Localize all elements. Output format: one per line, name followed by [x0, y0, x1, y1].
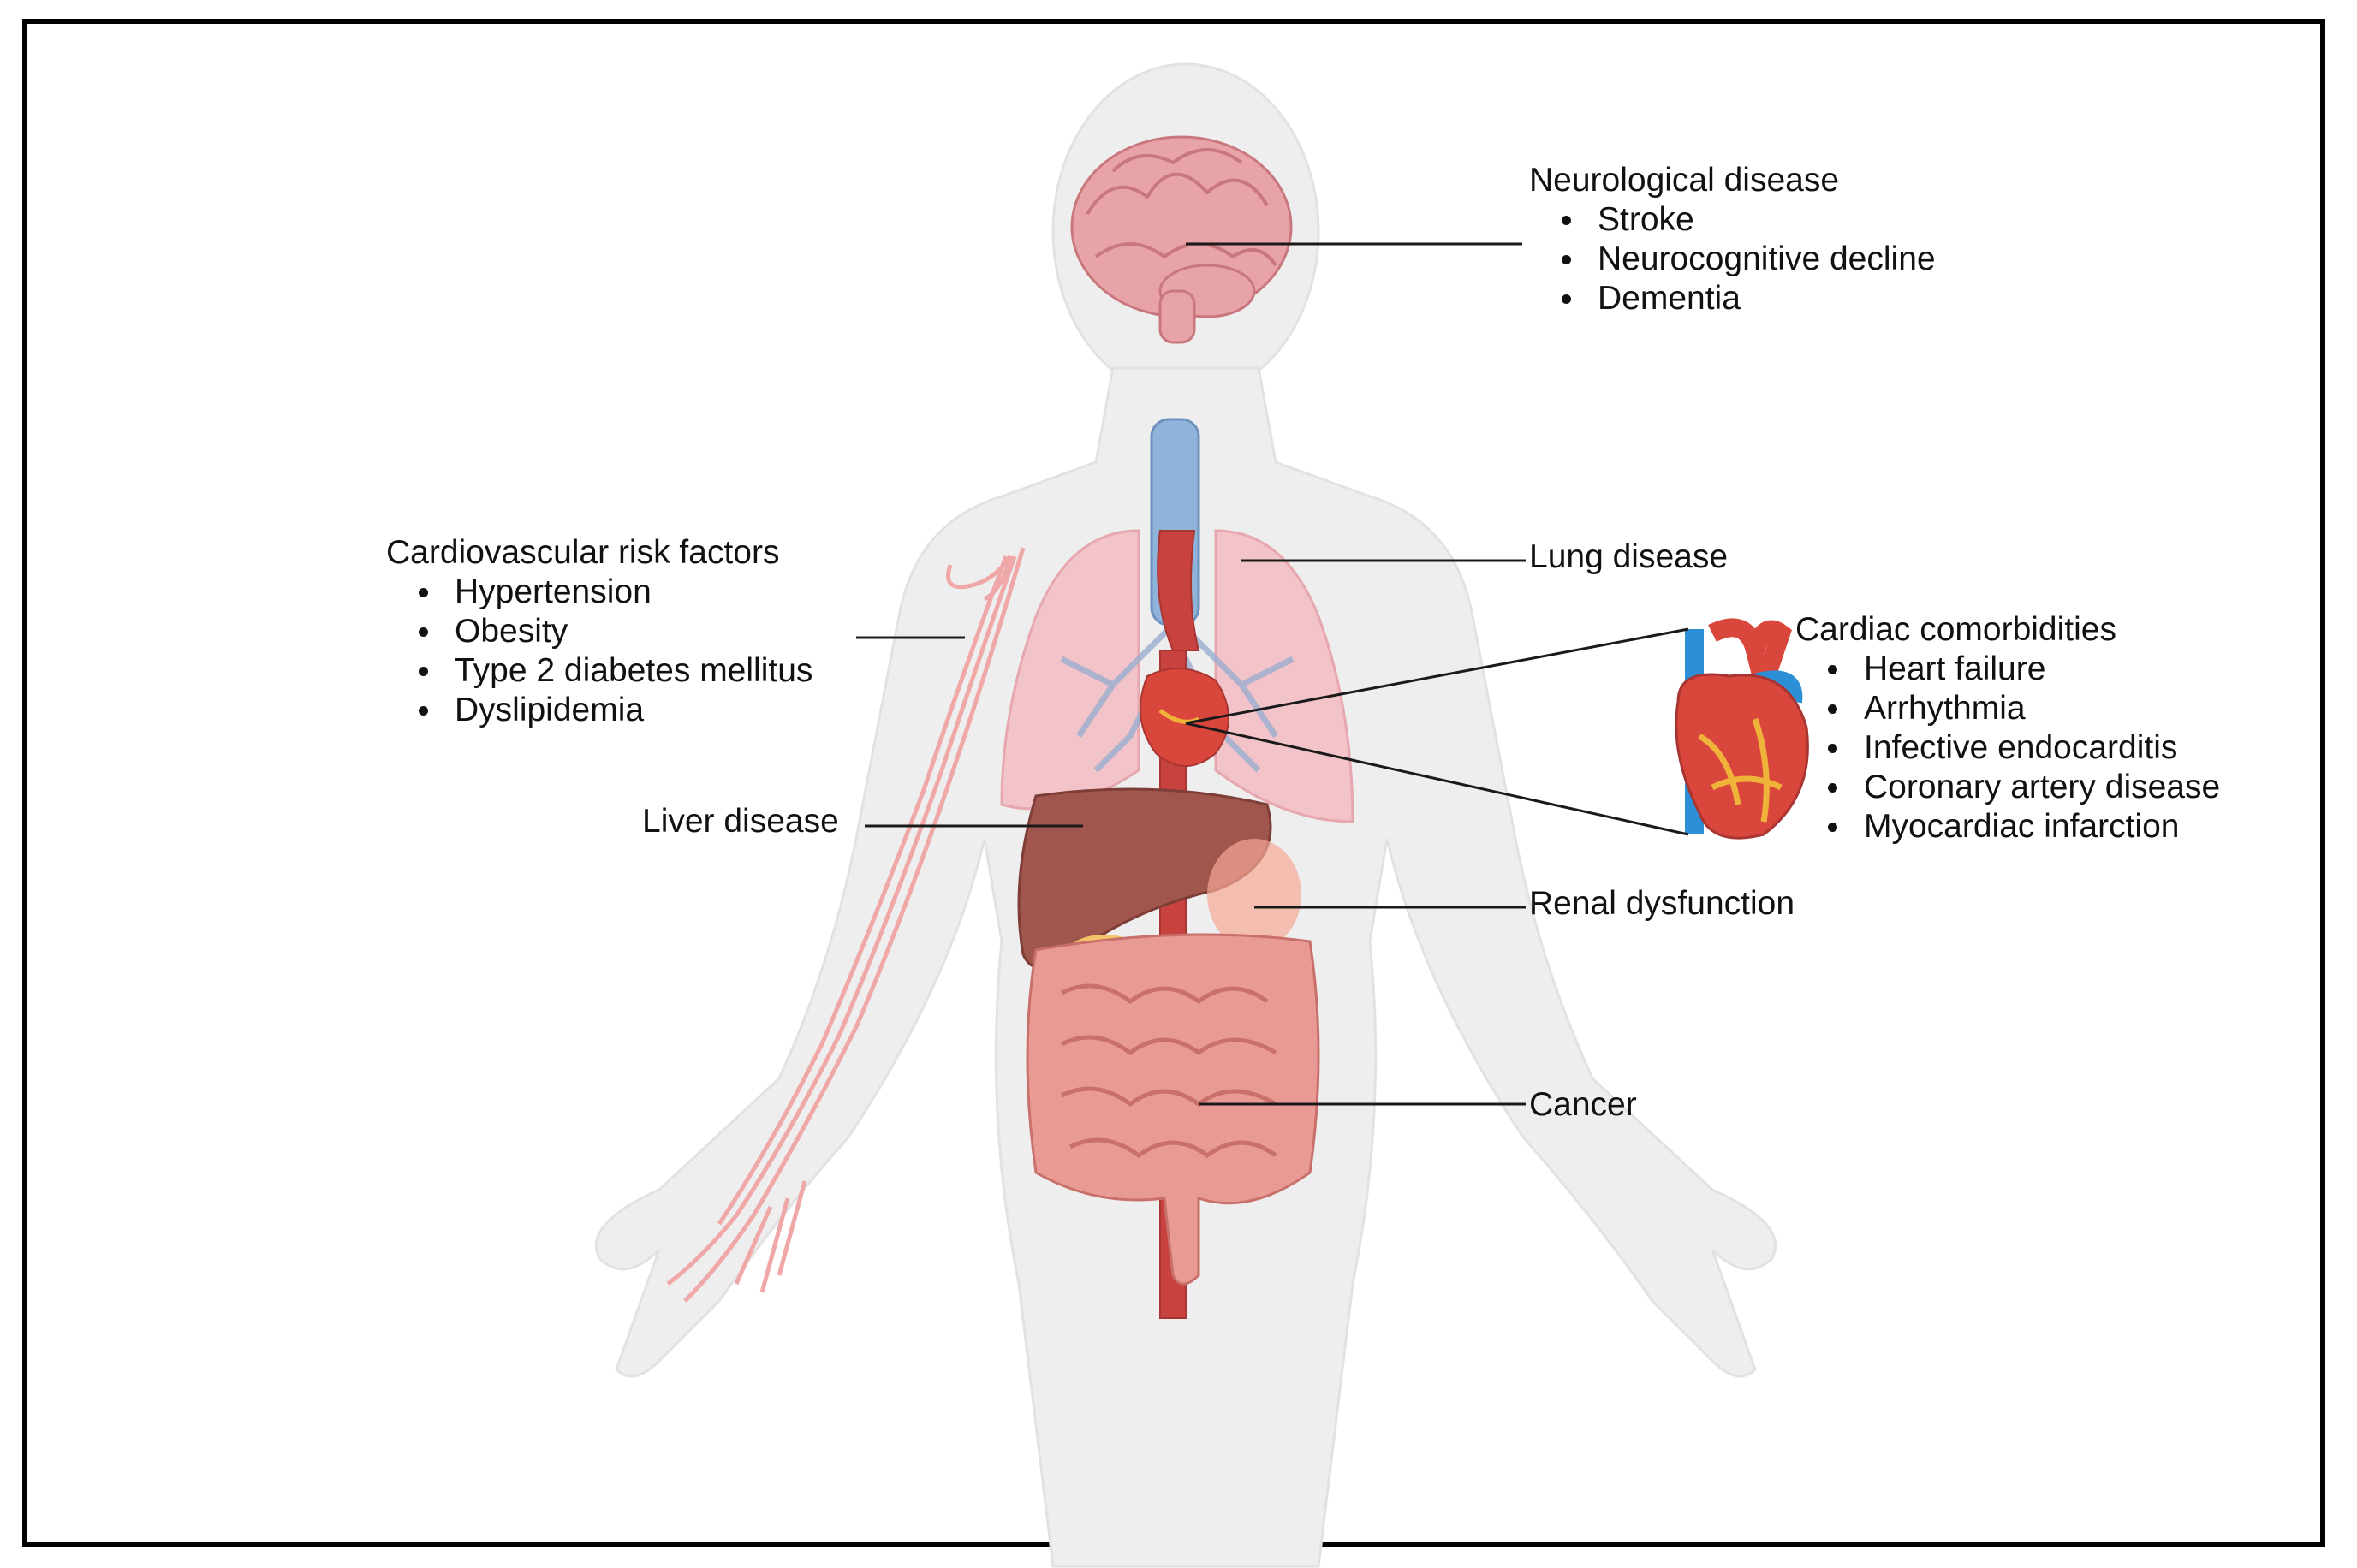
cardiac-item: Myocardiac infarction — [1795, 807, 2220, 846]
cv-item: Dyslipidemia — [386, 691, 812, 730]
lung-title: Lung disease — [1529, 538, 1729, 575]
neuro-title: Neurological disease — [1529, 162, 1840, 199]
heart-inset — [1675, 618, 1809, 840]
label-liver: Liver disease — [642, 802, 839, 841]
label-cardiac: Cardiac comorbidities Heart failure Arrh… — [1795, 610, 2220, 846]
cv-item: Type 2 diabetes mellitus — [386, 651, 812, 691]
liver-title: Liver disease — [642, 803, 839, 840]
cv-item: Obesity — [386, 612, 812, 651]
leader-lines — [856, 242, 1689, 1106]
neuro-item: Stroke — [1529, 200, 1936, 240]
intestines — [1026, 933, 1320, 1286]
cancer-title: Cancer — [1529, 1086, 1637, 1123]
label-cancer: Cancer — [1529, 1085, 1637, 1125]
neuro-item: Dementia — [1529, 279, 1936, 318]
arm-blood-vessels — [666, 547, 1026, 1303]
cardiac-title: Cardiac comorbidities — [1795, 611, 2116, 648]
brain — [1070, 135, 1293, 344]
leader-cardiac-bottom — [1185, 722, 1689, 836]
leader-cardiac-top — [1185, 627, 1689, 725]
label-renal: Renal dysfunction — [1529, 884, 1795, 924]
cardiac-item: Arrhythmia — [1795, 689, 2220, 728]
cv-item: Hypertension — [386, 573, 812, 612]
label-cardiovascular-risk: Cardiovascular risk factors Hypertension… — [386, 533, 812, 730]
renal-title: Renal dysfunction — [1529, 885, 1795, 922]
cardiac-item: Infective endocarditis — [1795, 728, 2220, 768]
cardiac-item: Heart failure — [1795, 650, 2220, 689]
cv-title: Cardiovascular risk factors — [386, 534, 780, 571]
neuro-item: Neurocognitive decline — [1529, 240, 1936, 279]
label-lung: Lung disease — [1529, 538, 1728, 577]
cardiac-item: Coronary artery disease — [1795, 768, 2220, 807]
liver — [1017, 787, 1301, 970]
label-neurological: Neurological disease Stroke Neurocogniti… — [1529, 161, 1936, 318]
lungs — [1000, 529, 1354, 823]
